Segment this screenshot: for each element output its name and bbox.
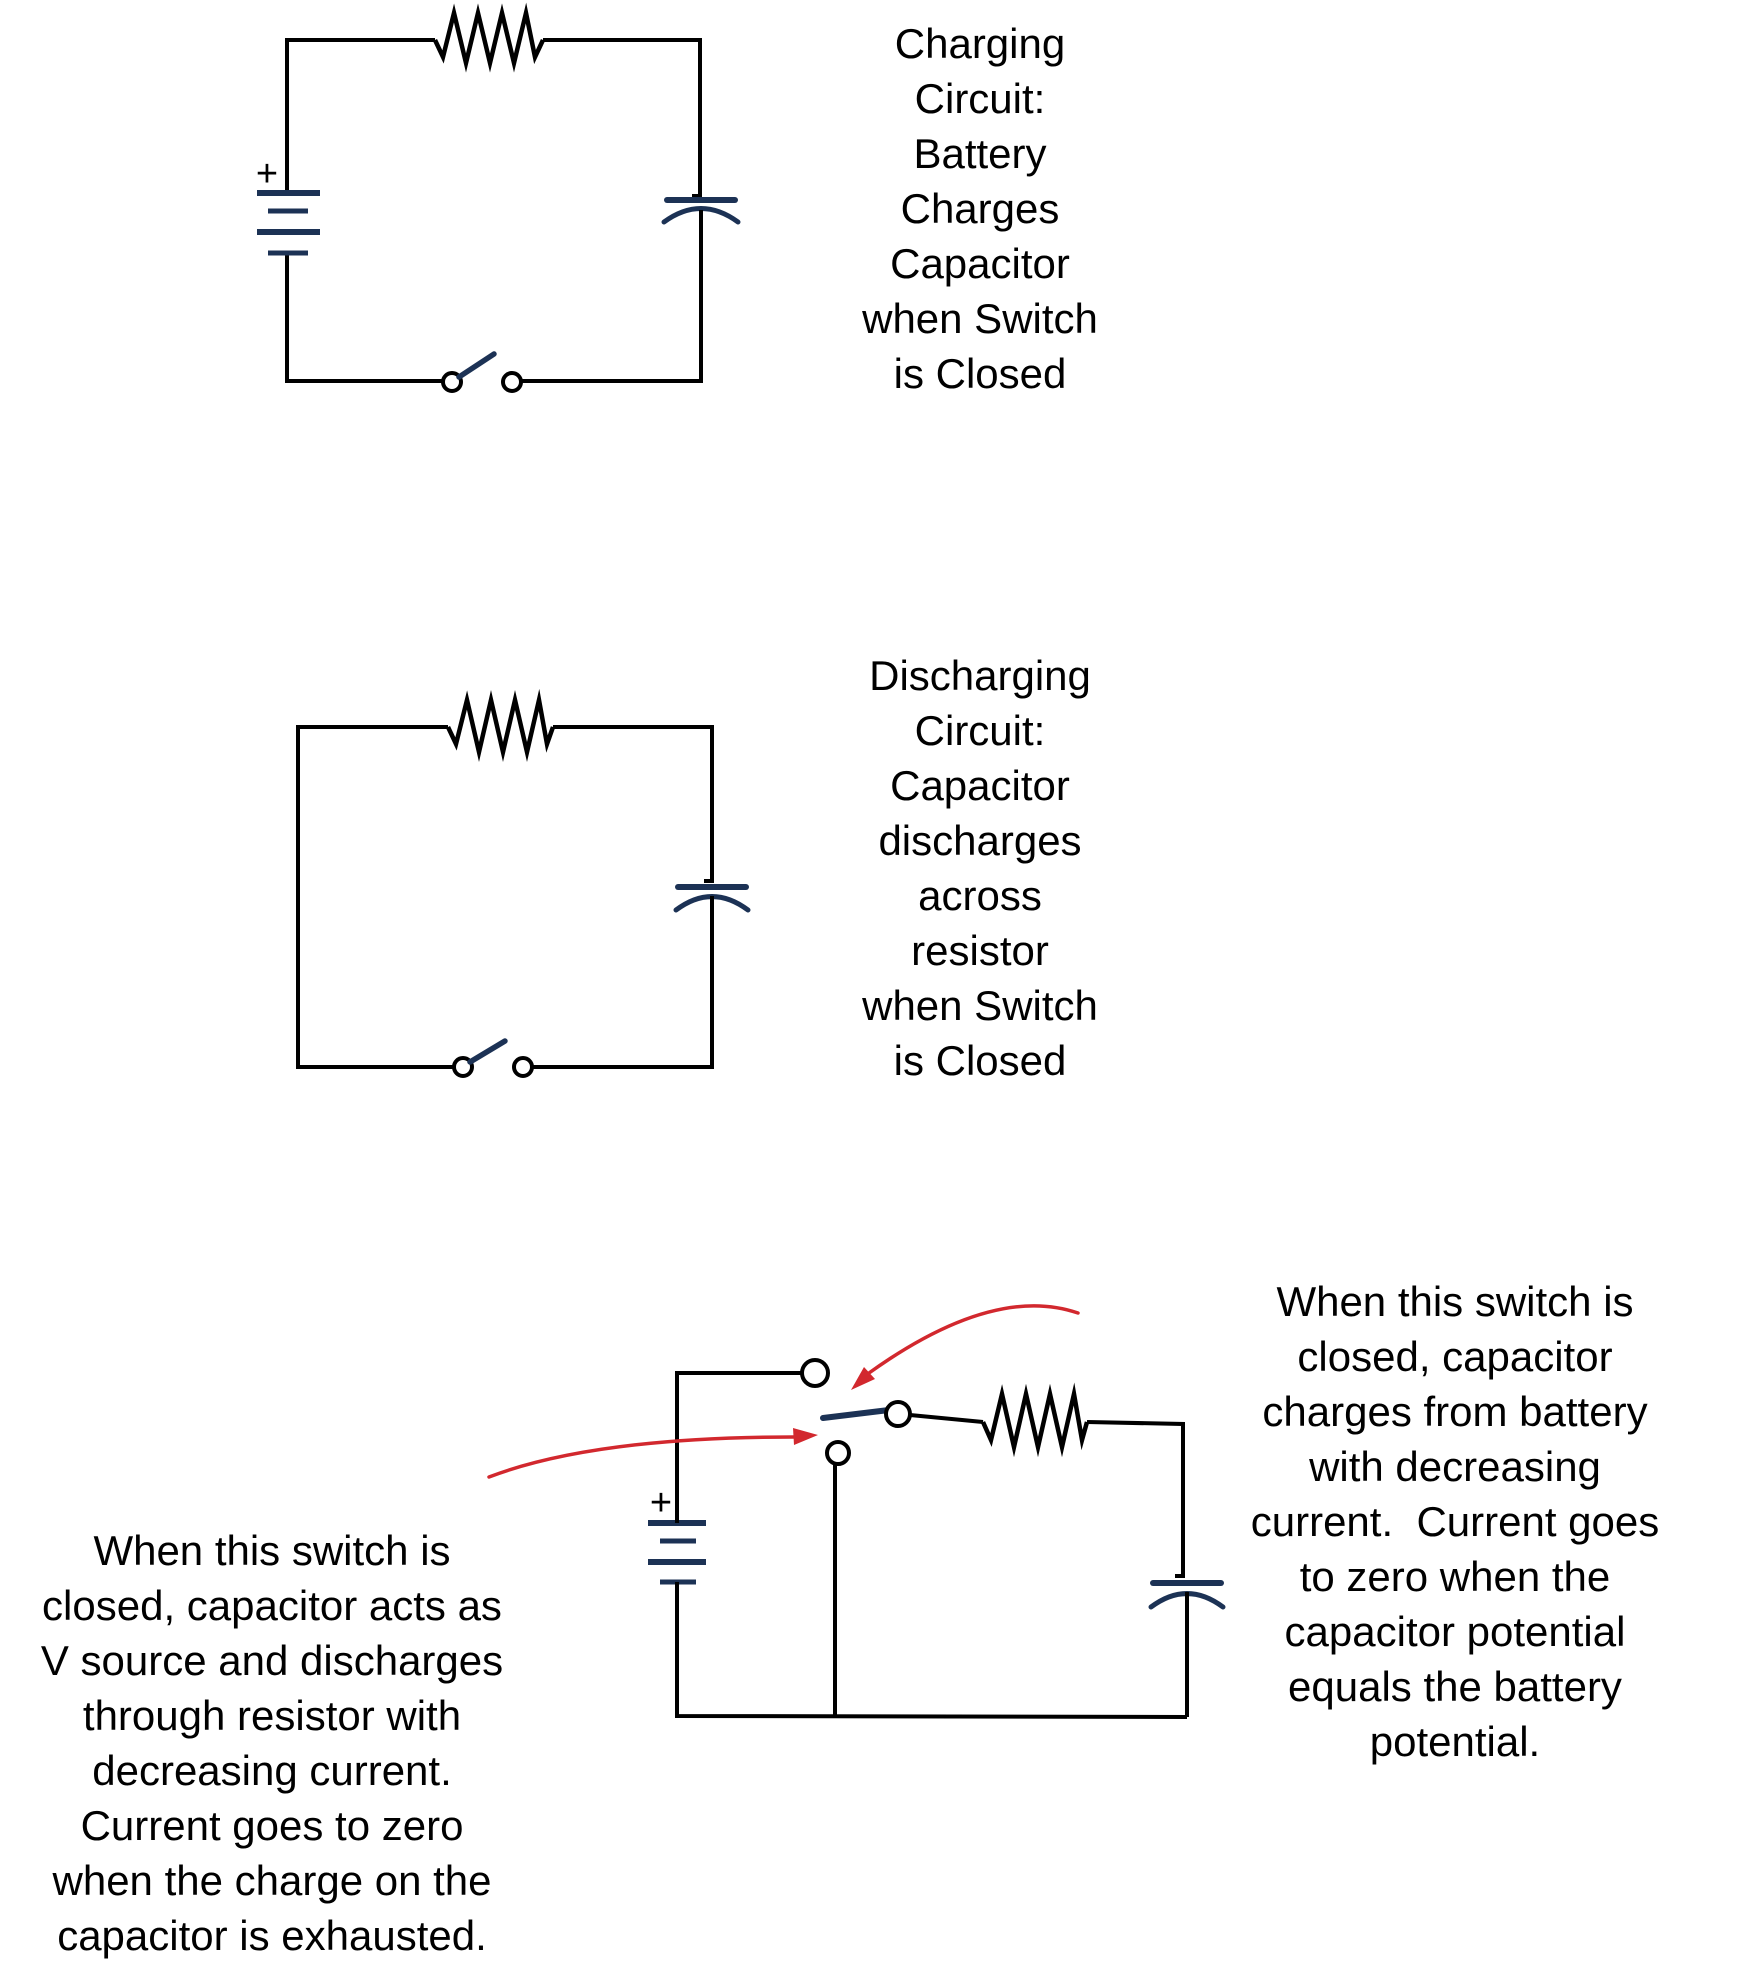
circuit-wire [532, 896, 714, 1069]
charging-circuit-diagram: + [256, 2, 741, 393]
resistor-symbol [980, 1382, 1090, 1458]
circuit-wire [1086, 1420, 1185, 1578]
circuit-wire [909, 1413, 984, 1424]
switch-pivot-terminal [884, 1400, 912, 1428]
discharging-circuit-diagram [296, 688, 751, 1078]
battery-positive-label: + [650, 1482, 672, 1524]
caption-line: Charging [894, 20, 1066, 67]
arrow-shaft [867, 1304, 1080, 1375]
battery-positive-label: + [256, 153, 278, 195]
capacitor-curved-plate [661, 206, 741, 225]
caption-line: across [918, 872, 1042, 919]
switch-terminal-discharge [825, 1440, 851, 1466]
circuit-wire [543, 38, 702, 198]
caption-line: When this switch is [1276, 1278, 1634, 1325]
caption-line: Current goes to zero [80, 1802, 464, 1849]
caption-line: with decreasing [1309, 1443, 1601, 1490]
selector-switch-symbol [800, 1358, 912, 1466]
red-arrow-to-charge-contact [851, 1304, 1080, 1390]
caption-line: to zero when the [1299, 1553, 1611, 1600]
switch-symbol [452, 1038, 534, 1078]
circuit-wire [285, 38, 435, 193]
caption-line: potential. [1369, 1718, 1541, 1765]
caption-line: capacitor is exhausted. [57, 1912, 487, 1959]
arrow-head [793, 1428, 818, 1445]
charging-circuit-caption: Charging Circuit: Battery Charges Capaci… [680, 16, 1280, 401]
red-arrow-to-discharge-contact [487, 1428, 818, 1479]
caption-line: Discharging [869, 652, 1091, 699]
switch-symbol [441, 351, 523, 393]
caption-line: Circuit: [914, 707, 1046, 754]
switch-terminal [501, 371, 523, 393]
battery-symbol [648, 1520, 706, 1585]
switch-blade [467, 1038, 508, 1065]
caption-line: when the charge on the [52, 1857, 492, 1904]
circuit-wire [553, 725, 714, 883]
caption-line: resistor [911, 927, 1049, 974]
discharge-switch-note: When this switch is closed, capacitor ac… [2, 1523, 542, 1963]
caption-line: equals the battery [1288, 1663, 1622, 1710]
charge-switch-note: When this switch is closed, capacitor ch… [1225, 1274, 1685, 1769]
caption-line: charges from battery [1262, 1388, 1648, 1435]
caption-line: When this switch is [93, 1527, 451, 1574]
caption-line: capacitor potential [1284, 1608, 1626, 1655]
circuit-wire [675, 1582, 1188, 1719]
circuit-wire [285, 253, 443, 383]
arrow-head [851, 1367, 875, 1390]
caption-line: is Closed [893, 350, 1067, 397]
caption-line: decreasing current. [92, 1747, 452, 1794]
caption-line: V source and discharges [40, 1637, 504, 1684]
switch-terminal-battery [800, 1358, 830, 1388]
caption-line: closed, capacitor [1297, 1333, 1613, 1380]
caption-line: Circuit: [914, 75, 1046, 122]
discharging-circuit-caption: Discharging Circuit: Capacitor discharge… [680, 648, 1280, 1088]
circuit-wire [521, 210, 703, 383]
caption-line: when Switch [862, 982, 1098, 1029]
caption-line: discharges [878, 817, 1082, 864]
battery-symbol [257, 190, 320, 256]
combined-circuit-diagram: + [487, 1304, 1226, 1719]
switch-blade [456, 351, 497, 380]
arrow-shaft [487, 1435, 796, 1479]
caption-line: when Switch [862, 295, 1098, 342]
capacitor-symbol [661, 197, 741, 225]
resistor-symbol [432, 2, 546, 73]
caption-line: Charges [900, 185, 1060, 232]
circuit-wire [675, 1371, 802, 1523]
caption-line: is Closed [893, 1037, 1067, 1084]
switch-blade [820, 1407, 892, 1421]
caption-line: Battery [913, 130, 1047, 177]
switch-terminal [512, 1056, 534, 1078]
circuit-wire [296, 725, 454, 1069]
resistor-symbol [445, 688, 556, 763]
caption-line: through resistor with [82, 1692, 462, 1739]
caption-line: closed, capacitor acts as [42, 1582, 502, 1629]
caption-line: Capacitor [890, 240, 1070, 287]
caption-line: Capacitor [890, 762, 1070, 809]
caption-line: current. Current goes [1250, 1498, 1660, 1545]
